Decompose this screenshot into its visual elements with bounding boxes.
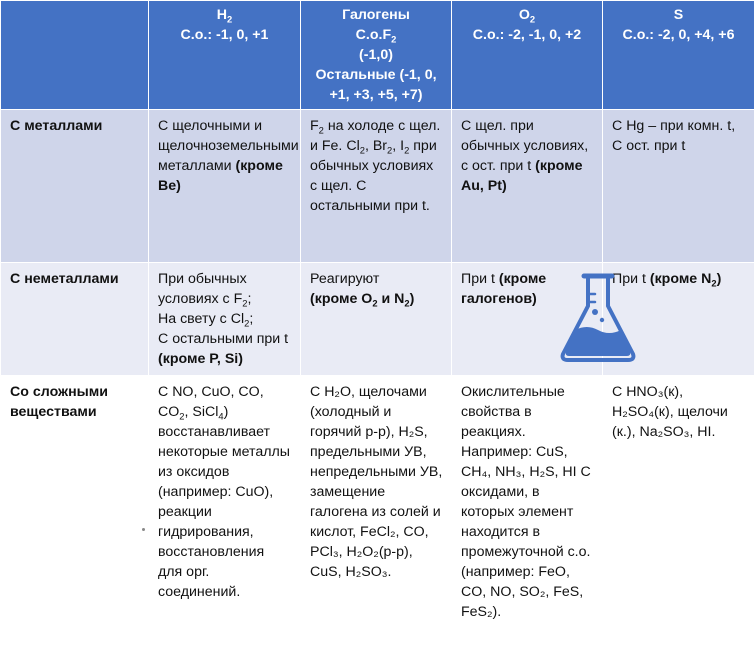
cell-metals-o2: С щел. при обычных условиях, с ост. при … [452, 110, 603, 263]
cell-complex-h2: С NO, CuO, CO, CO2, SiCl4) восстанавлива… [149, 376, 301, 649]
cell-metals-halogens: F2 на холоде с щел. и Fe. Cl2, Br2, I2 п… [301, 110, 452, 263]
header-o2: O2 С.о.: -2, -1, 0, +2 [452, 1, 603, 110]
s-ox-states: С.о.: -2, 0, +4, +6 [609, 25, 748, 45]
row-complex: Со сложными веществами С NO, CuO, CO, CO… [1, 376, 754, 649]
header-halogens: Галогены С.о.F2 (-1,0) Остальные (-1, 0,… [301, 1, 452, 110]
flask-icon [557, 272, 639, 364]
cell-metals-h2: С щелочными и щелочноземельными металлам… [149, 110, 301, 263]
header-s: S С.о.: -2, 0, +4, +6 [603, 1, 754, 110]
row-metals: С металлами С щелочными и щелочноземельн… [1, 110, 754, 263]
row-label-nonmetals: С неметаллами [1, 263, 149, 376]
cell-complex-halogens: С H₂O, щелочами (холодный и горячий р-р)… [301, 376, 452, 649]
cell-metals-s: С Hg – при комн. t, С ост. при t [603, 110, 754, 263]
h2-ox-states: С.о.: -1, 0, +1 [155, 25, 294, 45]
row-label-metals: С металлами [1, 110, 149, 263]
header-row: H2 С.о.: -1, 0, +1 Галогены С.о.F2 (-1,0… [1, 1, 754, 110]
row-label-complex: Со сложными веществами [1, 376, 149, 649]
o2-ox-states: С.о.: -2, -1, 0, +2 [458, 25, 596, 45]
header-h2: H2 С.о.: -1, 0, +1 [149, 1, 301, 110]
cell-complex-o2: Окислительные свойства в реакциях. Напри… [452, 376, 603, 649]
cell-nonmetals-h2: При обычных условиях с F2; На свету с Cl… [149, 263, 301, 376]
halogens-ox-states: Остальные (-1, 0, +1, +3, +5, +7) [307, 65, 445, 105]
row-nonmetals: С неметаллами При обычных условиях с F2;… [1, 263, 754, 376]
cell-nonmetals-halogens: Реагируют (кроме O2 и N2) [301, 263, 452, 376]
cell-complex-s: С HNO₃(к), H₂SO₄(к), щелочи (к.), Na₂SO₃… [603, 376, 754, 649]
corner-cell [1, 1, 149, 110]
stray-mark [142, 528, 145, 531]
